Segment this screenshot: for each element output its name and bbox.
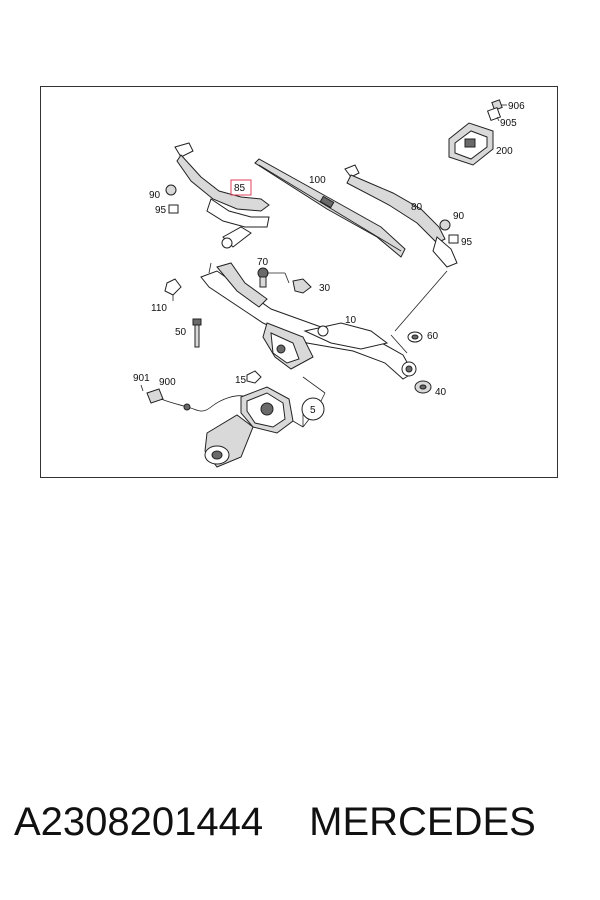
callout-30: 30: [319, 283, 331, 294]
callout-circle-5: [301, 397, 325, 421]
part-200-bracket: [448, 122, 494, 166]
callout-90-right: 90: [453, 211, 465, 222]
callout-200: 200: [496, 146, 513, 157]
part-110-clip: [164, 278, 182, 301]
callout-906: 906: [508, 101, 525, 112]
brand-name: MERCEDES: [309, 800, 536, 844]
part-10-wiper-linkage: [200, 262, 417, 380]
exploded-view-drawing: 906 905 200 85 90 95: [133, 99, 525, 468]
part-70-screw: [257, 267, 269, 288]
part-30-bracket: [292, 278, 312, 294]
part-95-cap-right: [448, 234, 459, 244]
motor-cable: [160, 395, 248, 412]
callout-905: 905: [500, 118, 517, 129]
part-90-nut-left: [165, 184, 177, 196]
part-900-connector: [146, 388, 164, 404]
callout-901: 901: [133, 373, 150, 384]
part-95-cap-left: [168, 204, 179, 214]
callout-40: 40: [435, 387, 447, 398]
callout-70: 70: [257, 257, 269, 268]
part-number: A2308201444: [14, 800, 264, 844]
callout-95-left: 95: [155, 205, 167, 216]
part-40-bushing: [414, 380, 432, 394]
callout-110: 110: [151, 303, 167, 314]
callout-95-right: 95: [461, 237, 473, 248]
callout-50: 50: [175, 327, 187, 338]
part-60-grommet: [407, 331, 423, 343]
callout-90-left: 90: [149, 190, 161, 201]
callout-900: 900: [159, 377, 176, 388]
part-90-nut-right: [439, 219, 451, 231]
parts-diagram: 906 905 200 85 90 95: [40, 86, 558, 478]
part-85-wiper-arm: [174, 142, 270, 249]
part-100-wiper-blade: [254, 158, 406, 258]
callout-15: 15: [235, 375, 247, 386]
highlight-box-85: [230, 179, 252, 196]
product-caption: A2308201444 MERCEDES: [14, 800, 594, 860]
part-15-nut: [246, 370, 262, 384]
callout-100: 100: [309, 175, 326, 186]
callout-85: 85: [234, 183, 246, 194]
leader-line: [394, 270, 448, 332]
callout-60: 60: [427, 331, 439, 342]
part-80-wiper-arm-right: [344, 164, 458, 268]
callout-5: 5: [310, 405, 316, 416]
callout-80: 80: [411, 202, 423, 213]
part-50-bolt: [192, 318, 202, 348]
part-5-wiper-motor: [204, 386, 294, 468]
callout-10: 10: [345, 315, 357, 326]
